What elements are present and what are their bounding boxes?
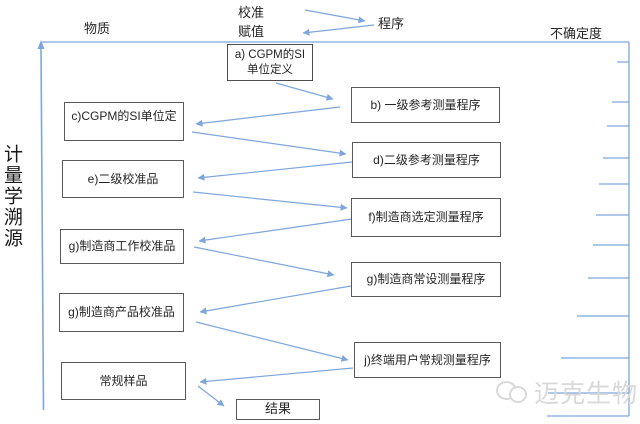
edge-procedure-assignment — [302, 24, 375, 36]
left-axis-arrowhead — [37, 40, 45, 49]
traceability-axis-label: 计量学溯源 — [1, 144, 22, 249]
edge-gproduct-j — [195, 321, 349, 362]
node-g-manufacturer-working-calibrator: g)制造商工作校准品 — [60, 229, 184, 264]
node-j-end-user-routine-procedure: j)终端用户常规测量程序 — [354, 342, 501, 378]
node-a-line1: a) CGPM的SI — [234, 49, 306, 62]
node-g-manufacturer-product-calibrator: g)制造商产品校准品 — [59, 293, 184, 332]
uncertainty-label: 不确定度 — [550, 26, 603, 41]
assignment-label: 赋值 — [238, 24, 265, 39]
edge-f-gwork — [198, 218, 353, 244]
edge-b-c — [195, 106, 341, 127]
node-a-si-unit-definition: a) CGPM的SI 单位定义 — [227, 44, 313, 81]
uncertainty-ticks — [547, 61, 629, 417]
node-a-line2: 单位定义 — [247, 63, 293, 76]
edge-gstanding-gproduct — [199, 285, 352, 315]
edge-a-b — [275, 82, 334, 101]
edge-d-e — [197, 161, 353, 181]
calibration-label: 校准 — [238, 5, 265, 20]
edge-e-f — [192, 191, 348, 211]
node-routine-sample: 常规样品 — [61, 362, 186, 400]
node-result: 结果 — [236, 399, 320, 420]
left-axis-line — [40, 46, 45, 411]
node-f-manufacturer-selected-procedure: f)制造商选定测量程序 — [351, 198, 501, 237]
procedure-label: 程序 — [378, 16, 405, 31]
node-g-manufacturer-standing-procedure: g)制造商常设测量程序 — [351, 262, 501, 297]
substance-label: 物质 — [84, 21, 111, 36]
node-e-secondary-calibrator: e)二级校准品 — [62, 160, 184, 198]
edge-j-routine — [199, 367, 354, 385]
node-b-primary-reference-procedure: b) 一级参考测量程序 — [351, 87, 500, 123]
edge-calibration-procedure — [304, 9, 366, 24]
edge-c-d — [191, 131, 347, 157]
edge-gwork-gstanding — [193, 246, 335, 278]
node-d-secondary-reference-procedure: d)二级参考测量程序 — [352, 142, 501, 178]
node-c-si-unit: c)CGPM的SI单位定 — [64, 102, 184, 141]
edge-routine-result — [197, 385, 225, 407]
